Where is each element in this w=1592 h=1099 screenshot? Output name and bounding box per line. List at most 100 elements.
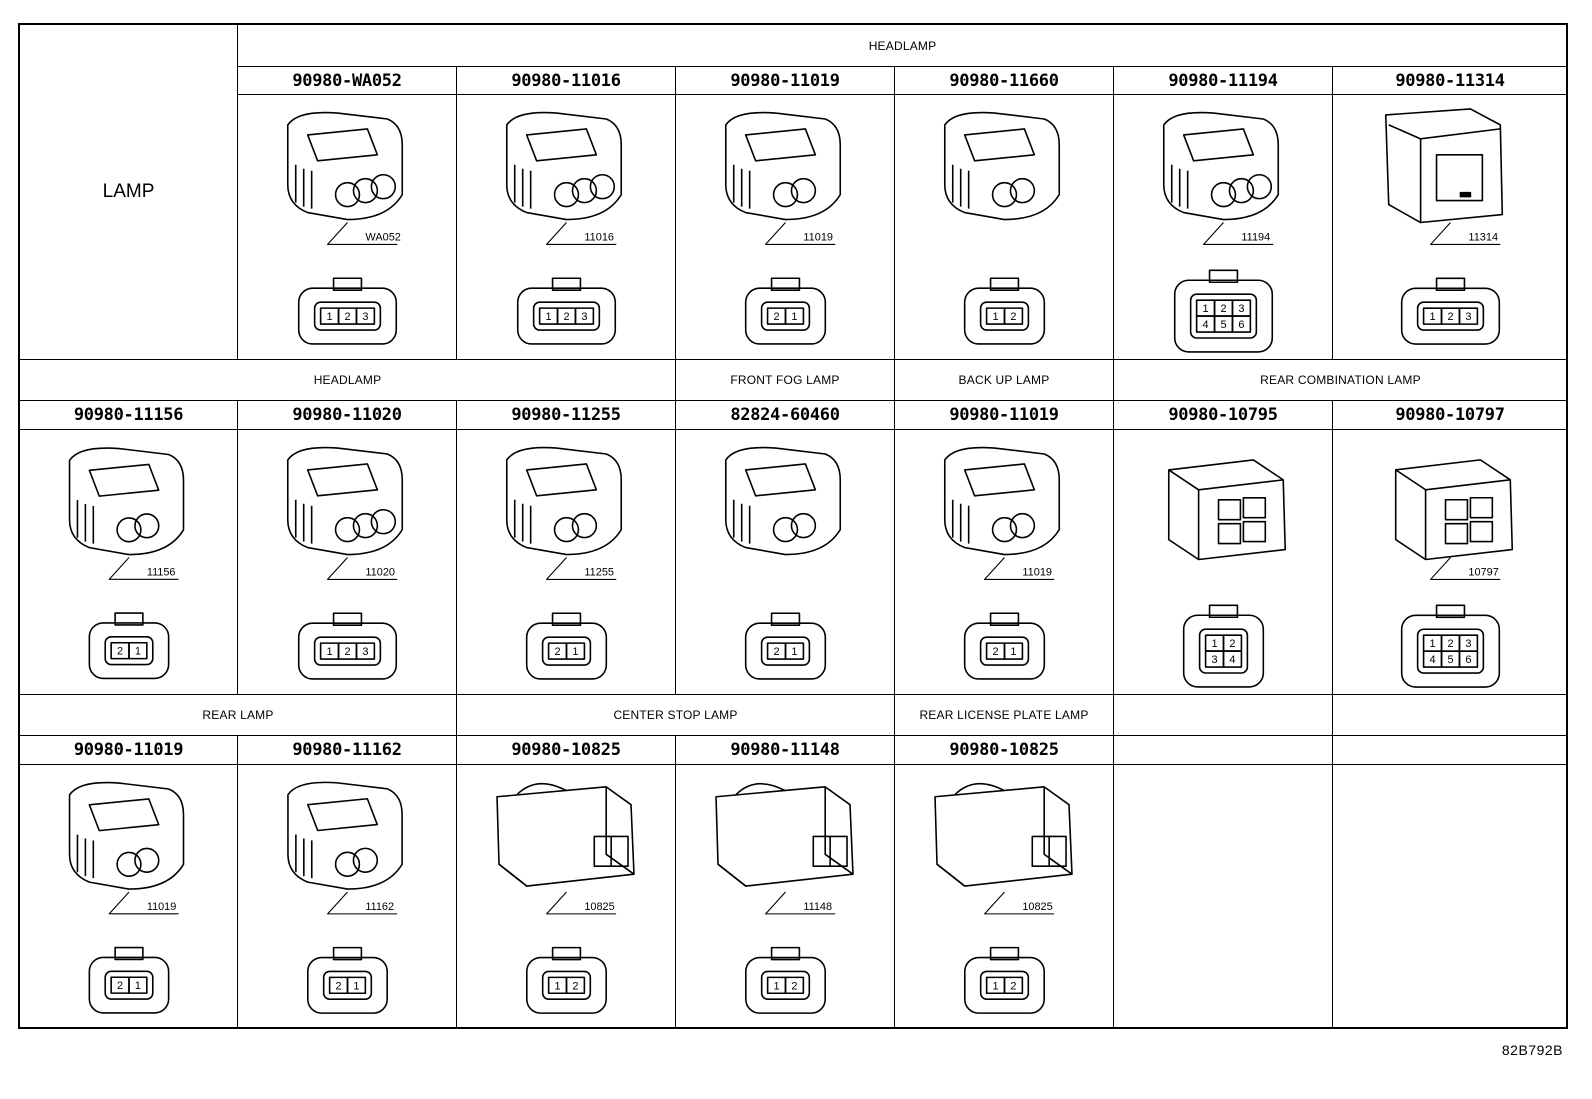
pin-number: 5 — [1220, 319, 1226, 331]
callout-leader: 11162 — [327, 891, 398, 915]
callout-label: 11156 — [147, 566, 176, 578]
connector-body-illustration — [1167, 459, 1287, 561]
connector-body-illustration — [724, 111, 842, 221]
pin-number: 1 — [992, 311, 998, 323]
pin-number: 2 — [117, 646, 123, 658]
category-header — [1114, 695, 1333, 736]
part-number: 90980-11156 — [20, 401, 238, 430]
callout-label: 11016 — [584, 231, 614, 243]
pin-number: 2 — [1447, 638, 1453, 650]
pin-number: 2 — [572, 980, 578, 992]
part-number: 90980-10825 — [457, 736, 676, 765]
pin-number: 1 — [572, 646, 578, 658]
pin-number: 6 — [1238, 319, 1244, 331]
callout-label: 11314 — [1468, 231, 1498, 243]
part-number — [1333, 736, 1568, 765]
connector-body-illustration — [505, 111, 623, 221]
pin-number: 5 — [1447, 654, 1453, 666]
pin-number: 2 — [1220, 303, 1226, 315]
part-number: 90980-11016 — [457, 67, 676, 95]
part-number: 90980-11660 — [895, 67, 1114, 95]
connector-body-illustration — [943, 111, 1061, 221]
pin-number: 1 — [1430, 311, 1436, 323]
callout-leader: 11019 — [108, 891, 179, 915]
pin-number: 2 — [344, 646, 350, 658]
callout-label: WA052 — [365, 231, 400, 243]
callout-label: 10825 — [584, 901, 614, 913]
pin-number: 4 — [1430, 654, 1436, 666]
pin-number: 6 — [1465, 654, 1471, 666]
part-number: 90980-11019 — [676, 67, 895, 95]
connector-body-illustration — [1384, 108, 1504, 224]
pin-number: 2 — [554, 646, 560, 658]
pin-number: 1 — [546, 311, 552, 323]
connector-body-illustration — [286, 111, 404, 221]
category-header: HEADLAMP — [20, 360, 676, 401]
pin-number: 2 — [1010, 980, 1016, 992]
callout-leader: 11314 — [1430, 222, 1501, 245]
callout-label: 11020 — [365, 566, 395, 578]
part-number: 90980-10795 — [1114, 401, 1333, 430]
pin-number: 2 — [1010, 311, 1016, 323]
empty-cell — [1114, 765, 1333, 1029]
part-number: 90980-11020 — [238, 401, 457, 430]
category-header — [1333, 695, 1568, 736]
callout-leader: 10825 — [984, 891, 1055, 915]
pin-number: 1 — [327, 646, 333, 658]
pin-number: 3 — [1238, 303, 1244, 315]
table-title: LAMP — [20, 25, 238, 360]
callout-label: 11148 — [803, 901, 832, 913]
connector-body-illustration — [286, 446, 404, 556]
callout-leader: WA052 — [327, 222, 401, 245]
category-header: CENTER STOP LAMP — [457, 695, 895, 736]
pin-number: 1 — [791, 311, 797, 323]
pin-number: 1 — [1203, 303, 1209, 315]
connector-body-illustration — [287, 781, 403, 890]
callout-leader: 10797 — [1430, 557, 1501, 580]
pin-number: 2 — [1229, 638, 1235, 650]
pin-number: 2 — [791, 980, 797, 992]
callout-leader: 10825 — [546, 891, 617, 915]
pin-number: 2 — [1447, 311, 1453, 323]
pin-number: 2 — [773, 311, 779, 323]
pin-number: 2 — [773, 646, 779, 658]
connector-body-illustration — [724, 446, 842, 556]
connector-body-illustration — [496, 783, 635, 887]
callout-label: 11019 — [1022, 566, 1052, 578]
callout-leader: 11019 — [984, 557, 1055, 580]
pin-number: 3 — [1211, 654, 1217, 666]
part-number: 82824-60460 — [676, 401, 895, 430]
connector-body-illustration — [715, 783, 854, 887]
connector-body-illustration — [934, 783, 1073, 887]
